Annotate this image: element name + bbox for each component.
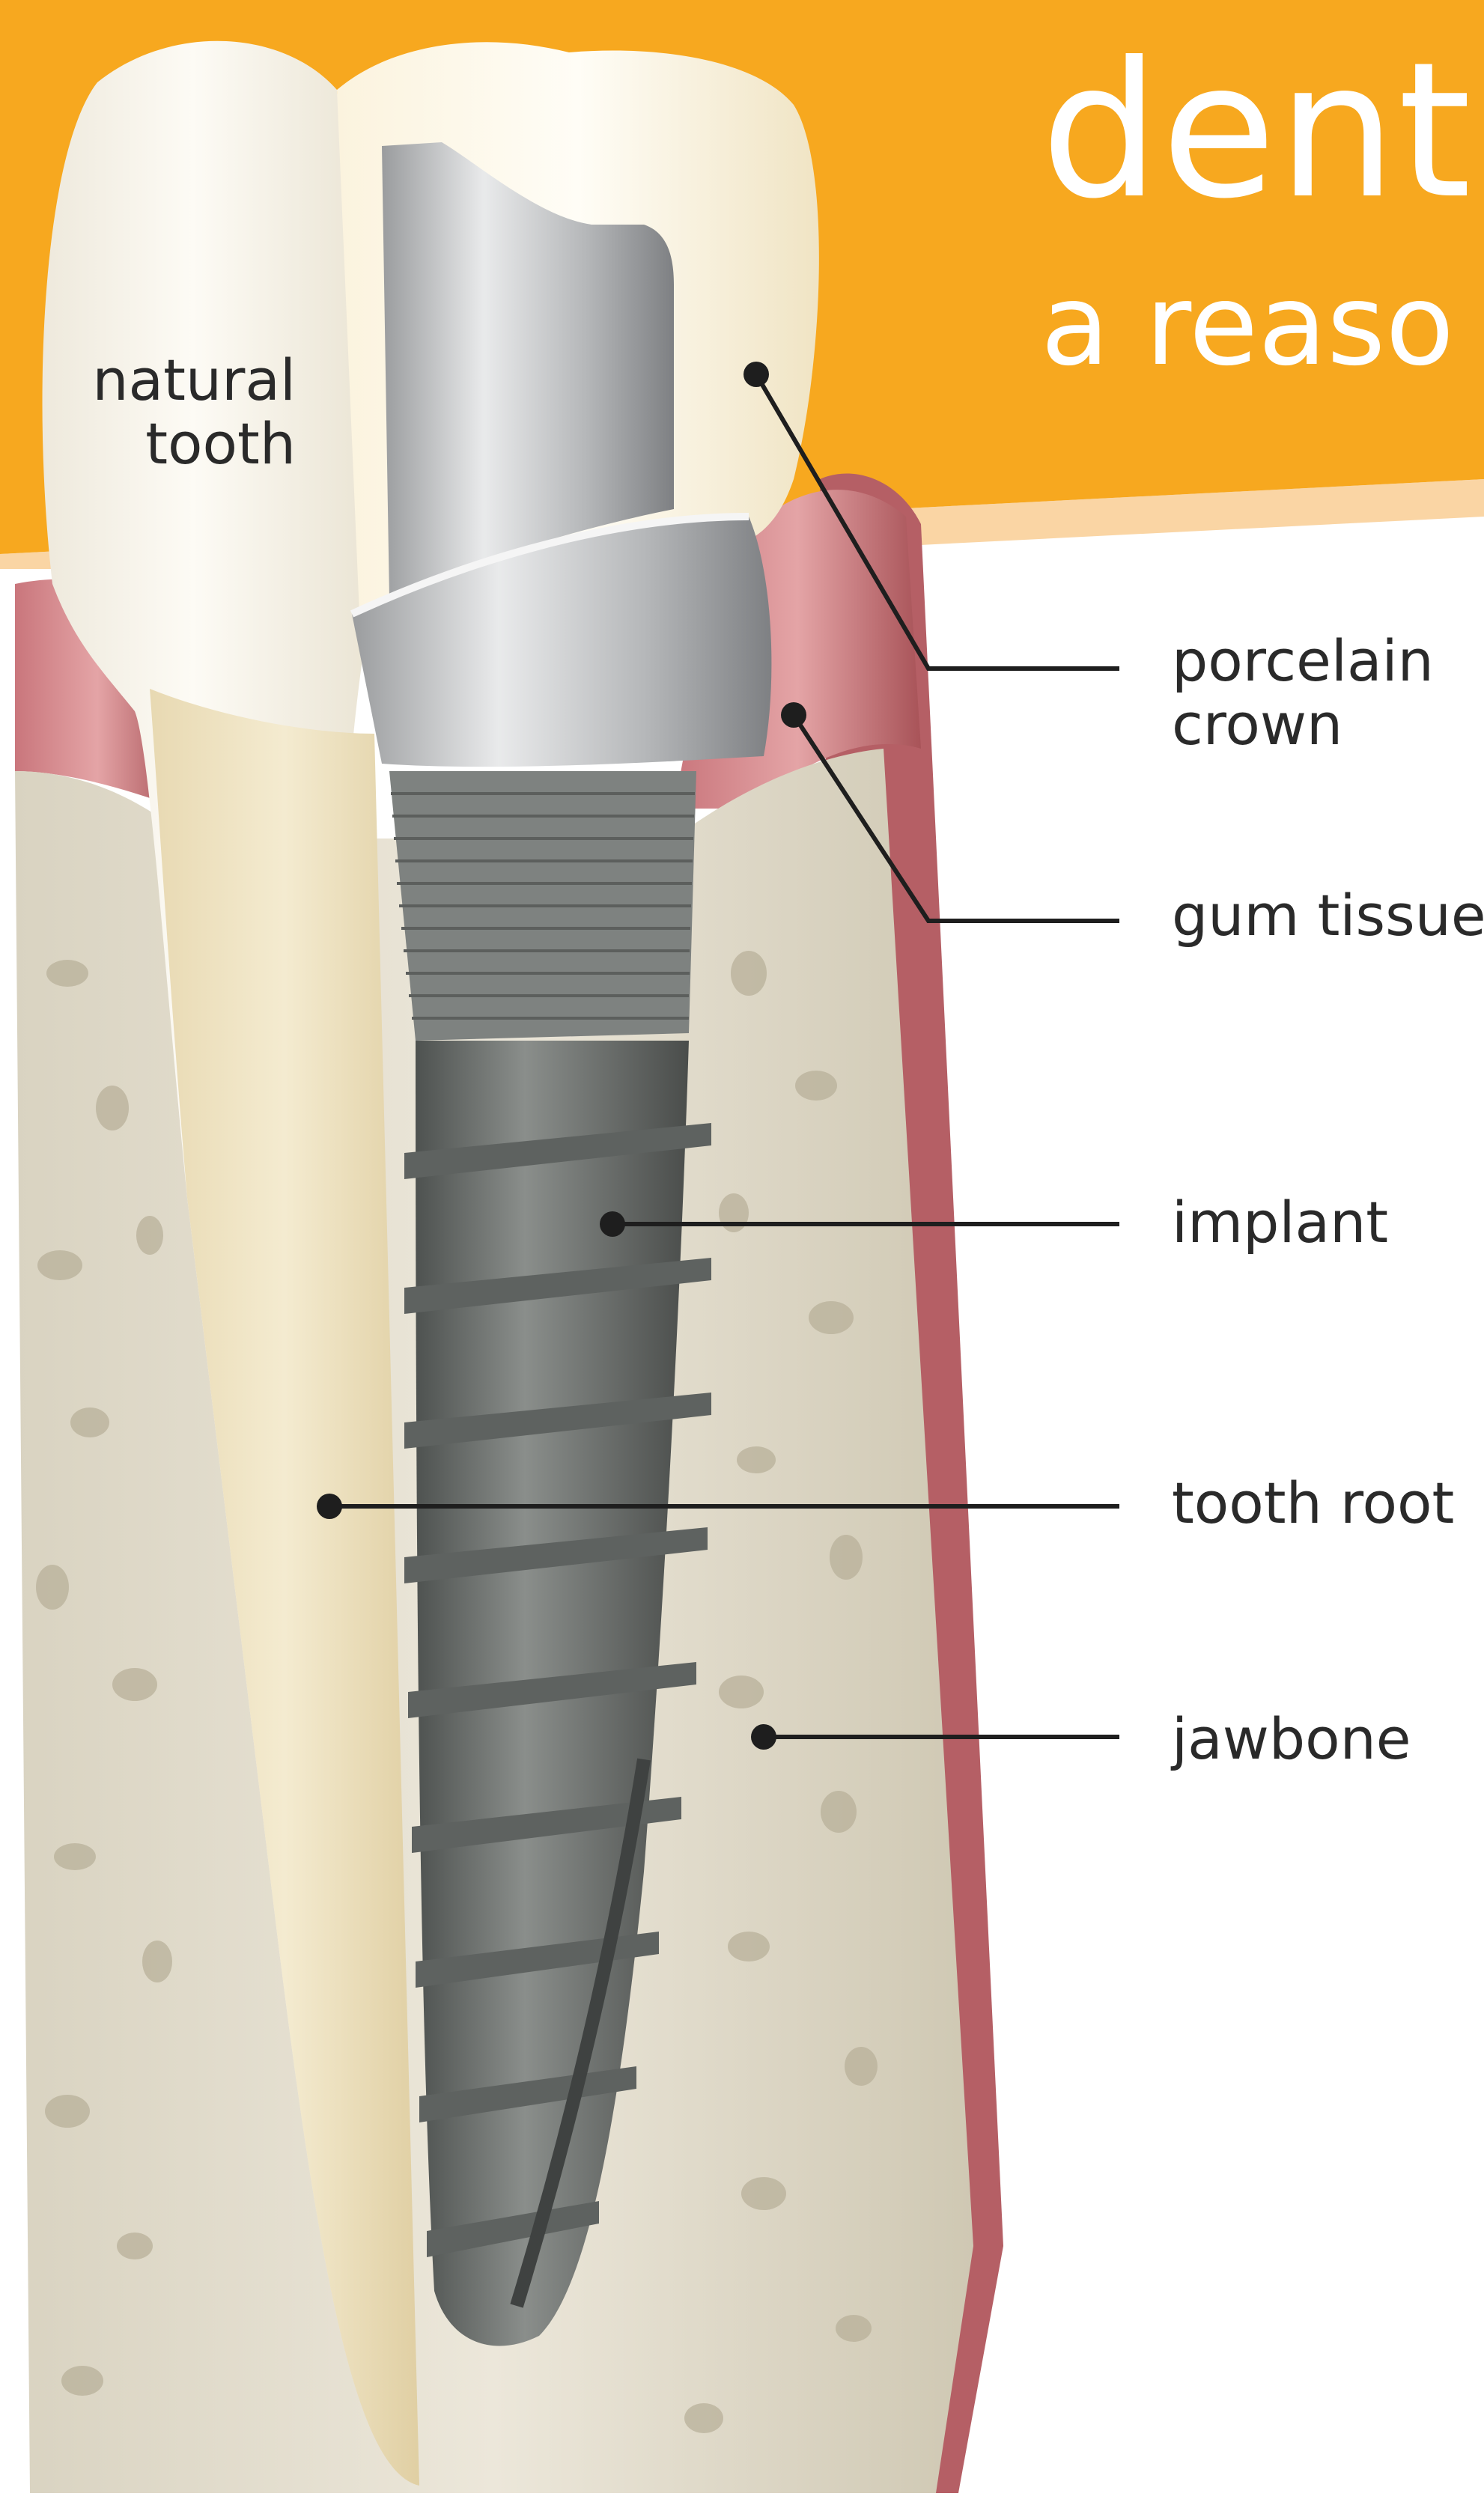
label-jawbone: jawbone xyxy=(1172,1707,1411,1771)
label-tooth-root: tooth root xyxy=(1172,1471,1454,1535)
label-gum-tissue: gum tissue xyxy=(1172,883,1484,947)
label-natural-tooth: natural tooth xyxy=(75,348,296,475)
label-natural-tooth-line1: natural xyxy=(92,347,296,413)
label-implant: implant xyxy=(1172,1190,1388,1254)
label-natural-tooth-line2: tooth xyxy=(145,410,296,477)
label-porcelain-crown-line1: porcelain xyxy=(1172,627,1434,694)
label-porcelain-crown: porcelain crown xyxy=(1172,629,1434,756)
label-porcelain-crown-line2: crown xyxy=(1172,691,1342,758)
